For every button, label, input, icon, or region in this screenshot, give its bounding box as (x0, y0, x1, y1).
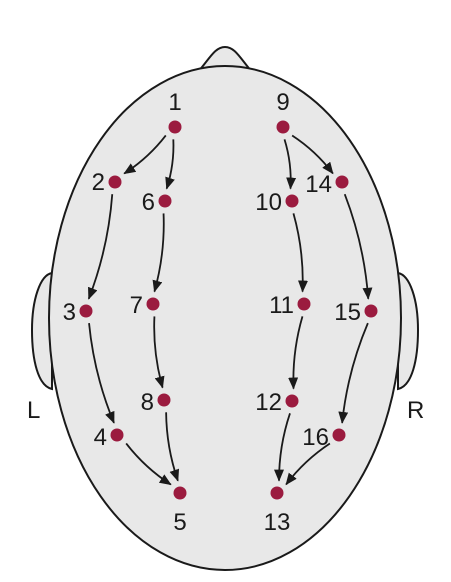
electrode-3-label: 3 (63, 299, 76, 326)
arrow-15-to-16 (338, 322, 369, 424)
electrode-3-dot (79, 304, 93, 318)
electrode-1-label: 1 (168, 89, 181, 116)
electrode-10-label: 10 (255, 189, 282, 216)
arrow-group (87, 134, 373, 486)
electrode-2-dot (108, 175, 122, 189)
electrode-7-dot (146, 297, 160, 311)
arrow-14-to-15 (343, 193, 373, 300)
electrode-16-dot (332, 428, 346, 442)
electrode-14-dot (335, 175, 349, 189)
electrode-13-label: 13 (264, 509, 291, 536)
arrow-2-to-3 (87, 194, 114, 300)
electrode-9-dot (276, 120, 290, 134)
electrode-11-label: 11 (269, 292, 294, 319)
right-side-label: R (407, 397, 424, 424)
arrow-16-to-13 (285, 442, 331, 486)
arrow-9-to-14 (291, 134, 334, 175)
right-ear (397, 271, 420, 391)
electrode-16-label: 16 (302, 424, 329, 451)
electrode-6-label: 6 (142, 189, 155, 216)
electrode-11-dot (297, 297, 311, 311)
electrode-1-dot (168, 120, 182, 134)
arrow-3-to-4 (88, 323, 115, 424)
electrode-15-dot (364, 304, 378, 318)
arrow-1-to-6 (165, 139, 175, 190)
electrode-9-label: 9 (276, 89, 289, 116)
arrow-1-to-2 (123, 134, 167, 175)
electrode-8-label: 8 (141, 389, 154, 416)
electrode-group (79, 120, 378, 500)
electrode-13-dot (270, 486, 284, 500)
arrow-11-to-12 (288, 316, 304, 390)
electrode-5-dot (173, 486, 187, 500)
arrow-6-to-7 (152, 213, 165, 293)
arrow-7-to-8 (153, 316, 165, 389)
electrode-4-label: 4 (94, 424, 107, 451)
electrode-6-dot (158, 194, 172, 208)
left-side-label: L (27, 397, 40, 424)
left-ear (30, 271, 53, 391)
arrow-9-to-10 (283, 139, 297, 190)
electrode-14-label: 14 (305, 171, 332, 198)
electrode-7-label: 7 (130, 292, 143, 319)
electrode-12-dot (285, 394, 299, 408)
electrode-4-dot (110, 428, 124, 442)
arrow-12-to-13 (274, 413, 291, 482)
arrow-10-to-11 (292, 213, 308, 293)
electrode-12-label: 12 (255, 389, 282, 416)
electrode-8-dot (157, 393, 171, 407)
arrow-8-to-5 (165, 412, 180, 482)
electrode-10-dot (285, 194, 299, 208)
arrow-4-to-5 (125, 442, 172, 486)
electrode-2-label: 2 (92, 169, 105, 196)
electrode-15-label: 15 (334, 299, 361, 326)
electrode-5-label: 5 (173, 509, 186, 536)
head-outline (48, 65, 402, 571)
